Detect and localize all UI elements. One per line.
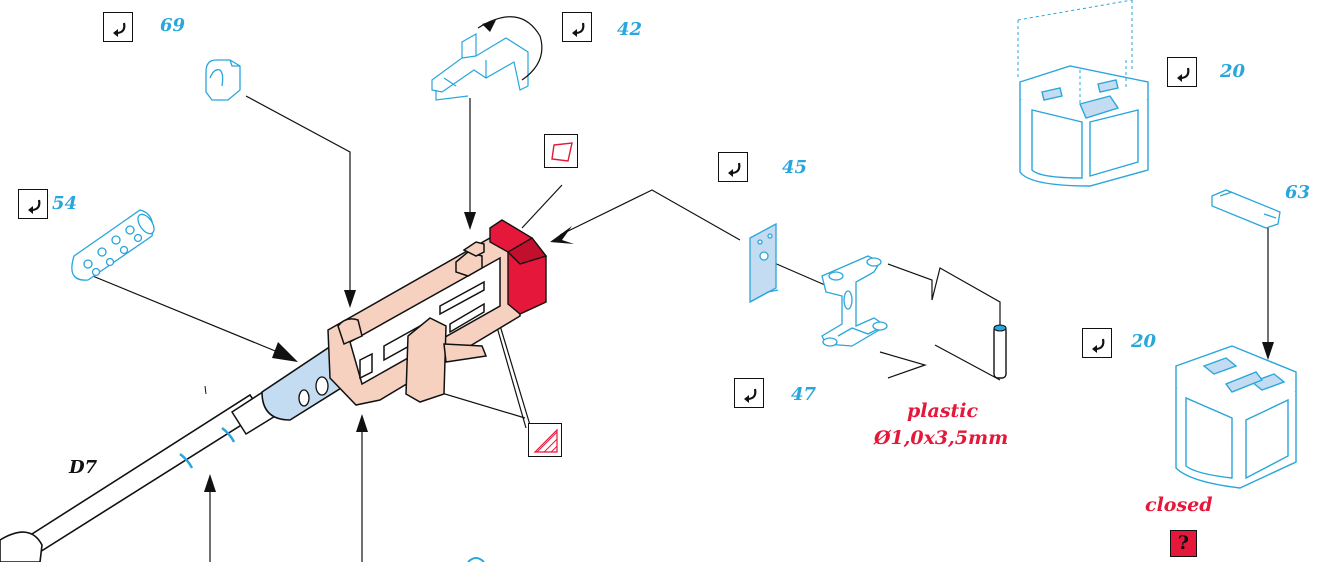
leader-lines (77, 95, 1269, 562)
part-number-label: 45 (782, 157, 808, 178)
material-label: plastic (907, 400, 979, 422)
part-number-label: 63 (1285, 182, 1311, 203)
glue-arrow-icon (1167, 57, 1197, 87)
part-number-label: 69 (160, 15, 186, 36)
stray-mark (204, 385, 207, 395)
part-45-plate (749, 222, 779, 304)
part-number-label: 42 (617, 19, 643, 40)
fold-arrowhead (482, 20, 496, 32)
closed-label: closed (1145, 494, 1213, 516)
paint-swatch-icon (544, 134, 578, 168)
glue-arrow-icon (1082, 328, 1112, 358)
part-number-label: 20 (1220, 61, 1246, 82)
part-69-cap (205, 59, 241, 101)
partial-part-marker (467, 557, 485, 562)
fold-direction-arrow (477, 16, 543, 81)
part-47-bracket (821, 255, 888, 347)
part-number-label: 54 (52, 193, 78, 214)
glue-arrow-icon (18, 189, 48, 219)
part-63-strap (1211, 189, 1281, 229)
plastic-rod (993, 324, 1007, 379)
glue-arrow-icon (562, 12, 592, 42)
part-42-bracket (431, 32, 529, 101)
red-feed-cover (489, 219, 548, 315)
part-code-label: D7 (69, 457, 98, 478)
part-54-perforated-jacket (71, 209, 155, 281)
part-number-label: 20 (1131, 331, 1157, 352)
ammo-box-closed (1175, 345, 1297, 489)
gun-barrel (0, 384, 286, 562)
glue-arrow-icon (103, 12, 133, 42)
ammo-box-open (1017, 0, 1149, 187)
part-number-label: 47 (791, 384, 817, 405)
question-mark-icon: ? (1170, 530, 1197, 557)
leader-arrowheads (204, 212, 1274, 492)
hatched-paint-icon (528, 423, 562, 457)
dimension-label: Ø1,0x3,5mm (874, 427, 1009, 449)
glue-arrow-icon (718, 152, 748, 182)
receiver-body (327, 237, 521, 406)
glue-arrow-icon (734, 378, 764, 408)
